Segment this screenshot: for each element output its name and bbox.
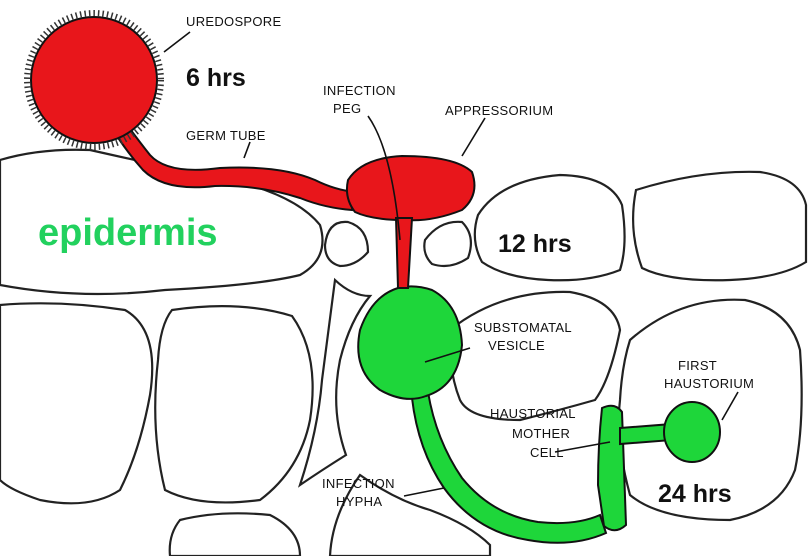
epidermal-cell-middle [475, 175, 625, 280]
appressorium-pointer [462, 118, 485, 156]
label-germ-tube: GERM TUBE [186, 128, 266, 143]
label-uredospore: UREDOSPORE [186, 14, 281, 29]
label-infection-hypha-1: INFECTION [322, 476, 395, 491]
time-24-hrs: 24 hrs [658, 480, 732, 508]
substomatal-vesicle [358, 286, 462, 399]
epidermal-cell-right [633, 172, 806, 280]
haustorial-mother-cell [598, 406, 626, 531]
label-epidermis: epidermis [38, 212, 218, 254]
first-haustorium [664, 402, 720, 462]
uredospore [27, 13, 161, 147]
mesophyll-cell-7 [170, 513, 300, 556]
guard-cell-right [424, 222, 471, 266]
appressorium [347, 156, 475, 220]
label-substomatal-1: SUBSTOMATAL [474, 320, 572, 335]
uredospore-pointer [164, 32, 190, 52]
infection-hypha-pointer [404, 488, 444, 496]
label-haustorial-1: HAUSTORIAL [490, 406, 576, 421]
germ-tube-pointer [244, 142, 250, 158]
label-substomatal-2: VESICLE [488, 338, 545, 353]
mesophyll-cell-1 [0, 303, 152, 503]
label-infection-hypha-2: HYPHA [336, 494, 382, 509]
label-infection-peg-1: INFECTION [323, 83, 396, 98]
uredospore-body [31, 17, 157, 143]
mesophyll-cell-2 [155, 306, 312, 502]
label-appressorium: APPRESSORIUM [445, 103, 553, 118]
label-first-haustorium-1: FIRST [678, 358, 717, 373]
time-6-hrs: 6 hrs [186, 64, 246, 92]
label-first-haustorium-2: HAUSTORIUM [664, 376, 754, 391]
mesophyll-cell-4 [450, 292, 620, 420]
time-12-hrs: 12 hrs [498, 230, 572, 258]
guard-cell-left [325, 222, 368, 266]
label-infection-peg-2: PEG [333, 101, 361, 116]
label-haustorial-3: CELL [530, 445, 564, 460]
label-haustorial-2: MOTHER [512, 426, 570, 441]
